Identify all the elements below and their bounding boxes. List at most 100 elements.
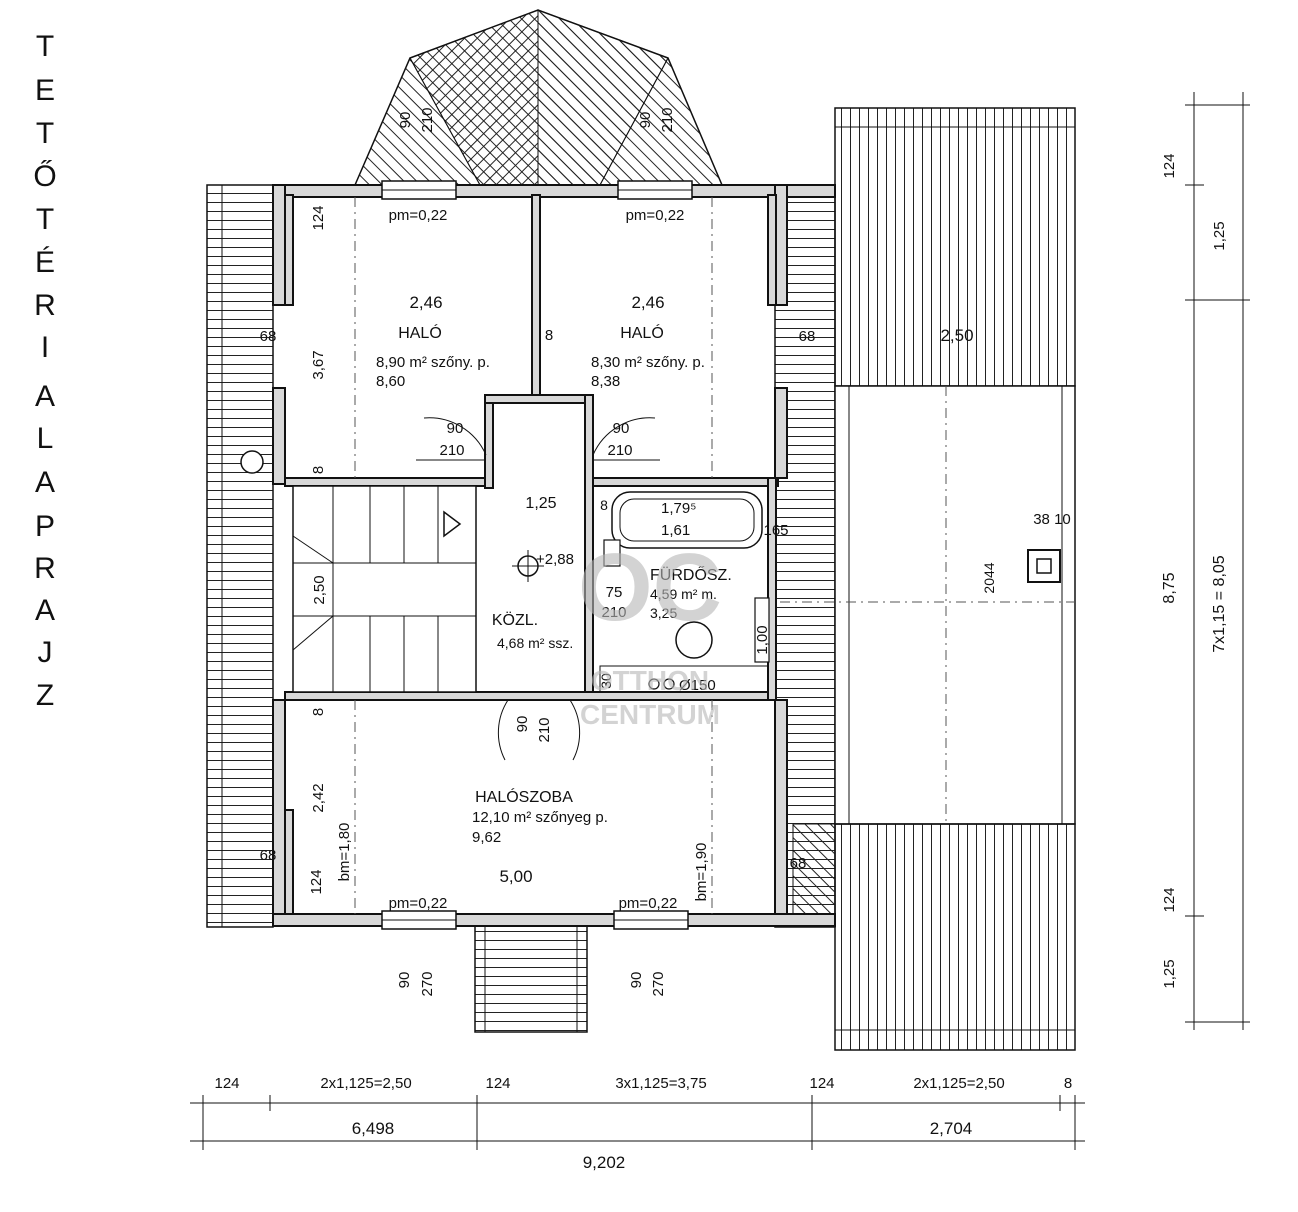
win-bl-h-label: 270 bbox=[419, 971, 436, 996]
entry-steps bbox=[474, 925, 588, 1033]
wall-124-bottom-label: 124 bbox=[308, 869, 325, 894]
wall-124-top-label: 124 bbox=[310, 205, 327, 230]
hall-area-label: 4,68 m² ssz. bbox=[497, 635, 573, 651]
dim-6-label: 8 bbox=[1064, 1075, 1072, 1092]
door1-h-label: 210 bbox=[439, 442, 464, 459]
title-letter: R bbox=[34, 289, 56, 322]
bm-right-label: bm=1,90 bbox=[693, 843, 710, 902]
room3-width-label: 5,00 bbox=[499, 867, 532, 886]
dormer-right-h-label: 210 bbox=[659, 107, 676, 132]
attic-width-label: 2,50 bbox=[940, 326, 973, 345]
title-letter: A bbox=[35, 466, 55, 499]
dim-4-label: 124 bbox=[809, 1075, 834, 1092]
left-68-top-label: 68 bbox=[260, 328, 277, 345]
dim-0-label: 124 bbox=[214, 1075, 239, 1092]
door1-w-label: 90 bbox=[447, 420, 464, 437]
dim-0-label: 124 bbox=[1161, 153, 1178, 178]
room1-height-label: 2,46 bbox=[409, 293, 442, 312]
title-letter: Ő bbox=[33, 160, 56, 193]
room2-name-label: HALÓ bbox=[620, 323, 664, 342]
bath-30-label: 30 bbox=[598, 673, 614, 689]
room2-area-label: 8,30 m² szőny. p. bbox=[591, 354, 705, 371]
win-bl-w-label: 90 bbox=[396, 972, 413, 989]
room1-floor-label: 8,60 bbox=[376, 373, 405, 390]
chimney-box bbox=[1027, 549, 1061, 583]
bath-name-label: FÜRDŐSZ. bbox=[650, 565, 732, 584]
dormer-left-w-label: 90 bbox=[397, 112, 414, 129]
wall-8-mid-label: 8 bbox=[545, 327, 553, 344]
room3-name-label: HALÓSZOBA bbox=[475, 787, 573, 806]
title-letter: T bbox=[36, 203, 54, 236]
bath-w2-label: 1,61 bbox=[661, 522, 690, 539]
right-total-label: 7x1,15 = 8,05 bbox=[1211, 555, 1228, 653]
dim-1-label: 2,704 bbox=[930, 1119, 973, 1138]
title-letter: Z bbox=[36, 679, 54, 712]
title-letter: T bbox=[36, 117, 54, 150]
bath-pipe-label: Ø150 bbox=[679, 677, 716, 694]
door2-w-label: 90 bbox=[613, 420, 630, 437]
room3-depth-label: 2,42 bbox=[310, 783, 327, 812]
hall-level-label: +2,88 bbox=[536, 551, 574, 568]
door2-h-label: 210 bbox=[607, 442, 632, 459]
bath-100-label: 1,00 bbox=[754, 625, 771, 654]
hall-name-label: KÖZL. bbox=[492, 611, 538, 629]
dormer-left-h-label: 210 bbox=[419, 107, 436, 132]
wall-8-bottom-label: 8 bbox=[310, 708, 327, 716]
chimney-size-label: 38 10 bbox=[1033, 511, 1071, 528]
title-letter: T bbox=[36, 30, 54, 63]
annex-roof-top bbox=[834, 107, 1076, 387]
pm-bottom-right-label: pm=0,22 bbox=[619, 895, 678, 912]
title-letter: P bbox=[35, 510, 55, 543]
watermark-line2: CENTRUM bbox=[580, 699, 720, 730]
staircase bbox=[292, 485, 477, 693]
room1-area-label: 8,90 m² szőny. p. bbox=[376, 354, 490, 371]
dim-1-label: 2x1,125=2,50 bbox=[320, 1075, 411, 1092]
bottom-dimension-lines bbox=[190, 1095, 1085, 1150]
bath-floor-label: 3,25 bbox=[650, 605, 677, 621]
door3-w-label: 90 bbox=[514, 716, 531, 733]
dim-3-label: 3x1,125=3,75 bbox=[615, 1075, 706, 1092]
win-br-w-label: 90 bbox=[628, 972, 645, 989]
room2-height-label: 2,46 bbox=[631, 293, 664, 312]
roof-left-strip bbox=[206, 184, 274, 928]
title-letter: J bbox=[38, 636, 53, 669]
dim-4-label: 1,25 bbox=[1161, 959, 1178, 988]
chimney-vent-circle bbox=[240, 450, 264, 474]
room3-floor-label: 9,62 bbox=[472, 829, 501, 846]
dim-2-label: 124 bbox=[485, 1075, 510, 1092]
hall-width-label: 1,25 bbox=[525, 495, 556, 512]
title-letter: E bbox=[35, 74, 55, 107]
dormer-right-w-label: 90 bbox=[637, 112, 654, 129]
title-letter: A bbox=[35, 380, 55, 413]
room1-depth-label: 3,67 bbox=[310, 350, 327, 379]
room1-name-label: HALÓ bbox=[398, 323, 442, 342]
bottom-total-label: 9,202 bbox=[583, 1153, 626, 1172]
annex-roof-bottom bbox=[834, 823, 1076, 1051]
right-dimension-lines bbox=[1185, 92, 1250, 1030]
title-letter: L bbox=[37, 422, 54, 455]
room2-floor-label: 8,38 bbox=[591, 373, 620, 390]
bath-area-label: 4,59 m² m. bbox=[650, 586, 717, 602]
watermark-logo: OC bbox=[578, 534, 722, 641]
stair-width-label: 2,50 bbox=[311, 575, 328, 604]
bm-left-label: bm=1,80 bbox=[336, 823, 353, 882]
title-letter: A bbox=[35, 594, 55, 627]
dim-5-label: 2x1,125=2,50 bbox=[913, 1075, 1004, 1092]
watermark: OC OTTHON CENTRUM bbox=[578, 534, 722, 730]
bath-wall-label: 8 bbox=[600, 497, 608, 513]
bath-door-w-label: 75 bbox=[606, 584, 623, 601]
right-68-bottom-label: 68 bbox=[790, 855, 807, 872]
left-68-bottom-label: 68 bbox=[260, 847, 277, 864]
dim-2-label: 8,75 bbox=[1161, 572, 1178, 603]
title-letter: R bbox=[34, 552, 56, 585]
annex-attic bbox=[834, 385, 1076, 825]
bath-door-h-label: 210 bbox=[601, 604, 626, 621]
pm-top-left-label: pm=0,22 bbox=[389, 207, 448, 224]
pm-top-right-label: pm=0,22 bbox=[626, 207, 685, 224]
win-br-h-label: 270 bbox=[650, 971, 667, 996]
dim-3-label: 124 bbox=[1161, 887, 1178, 912]
watermark-line1: OTTHON bbox=[591, 665, 709, 696]
